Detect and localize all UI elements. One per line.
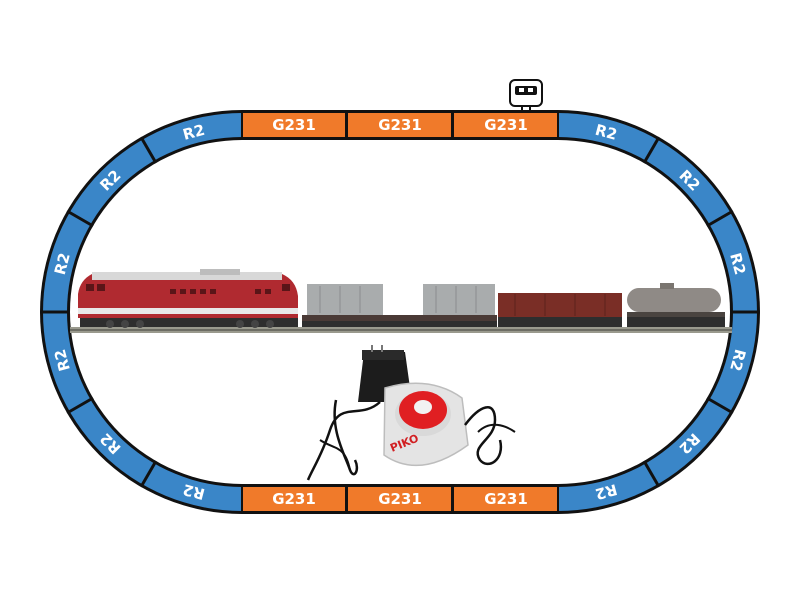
curve-label-left-6: R2 [181, 480, 207, 503]
straight-piece-bottom-3 [454, 487, 558, 511]
curve-separator [66, 396, 94, 415]
tank-wagon [627, 283, 725, 327]
container-flat-wagon [302, 284, 497, 327]
track-oval: G231 G231 G231 G231 G231 G231 R2R2R2R2R2… [40, 110, 760, 514]
straight-label-top-1: G231 [272, 116, 316, 134]
curve-label-right-4: R2 [726, 347, 749, 373]
track-connector-icon [509, 79, 543, 111]
curve-separator [139, 460, 158, 488]
curve-separators [40, 136, 760, 488]
curve-separator [139, 136, 158, 164]
straight-piece-top-1 [242, 113, 346, 137]
straight-piece-bottom-1 [242, 487, 346, 511]
open-gondola-wagon [498, 293, 622, 327]
curve-label-left-3: R2 [51, 251, 74, 277]
top-straight-pieces [241, 111, 559, 139]
train [70, 269, 732, 333]
speed-controller: PIKO [383, 382, 516, 467]
curve-separator [66, 209, 94, 228]
curve-label-left-4: R2 [51, 347, 74, 373]
straight-piece-bottom-2 [348, 487, 452, 511]
curve-label-right-3: R2 [726, 251, 749, 277]
straight-label-bottom-3: G231 [484, 490, 528, 508]
straight-label-top-2: G231 [378, 116, 422, 134]
curve-separator [706, 209, 734, 228]
track-inner-area [70, 140, 730, 484]
bottom-straight-pieces [241, 485, 559, 513]
straight-piece-top-2 [348, 113, 452, 137]
curve-label-right-1: R2 [593, 121, 619, 144]
straight-label-top-3: G231 [484, 116, 528, 134]
diesel-locomotive [78, 269, 298, 328]
straight-label-bottom-2: G231 [378, 490, 422, 508]
straight-label-bottom-1: G231 [272, 490, 316, 508]
curve-separator [642, 136, 661, 164]
straight-piece-top-3 [454, 113, 558, 137]
curve-separator [706, 396, 734, 415]
curve-label-right-6: R2 [593, 480, 619, 503]
curve-separator [642, 460, 661, 488]
curve-label-left-1: R2 [181, 121, 207, 144]
